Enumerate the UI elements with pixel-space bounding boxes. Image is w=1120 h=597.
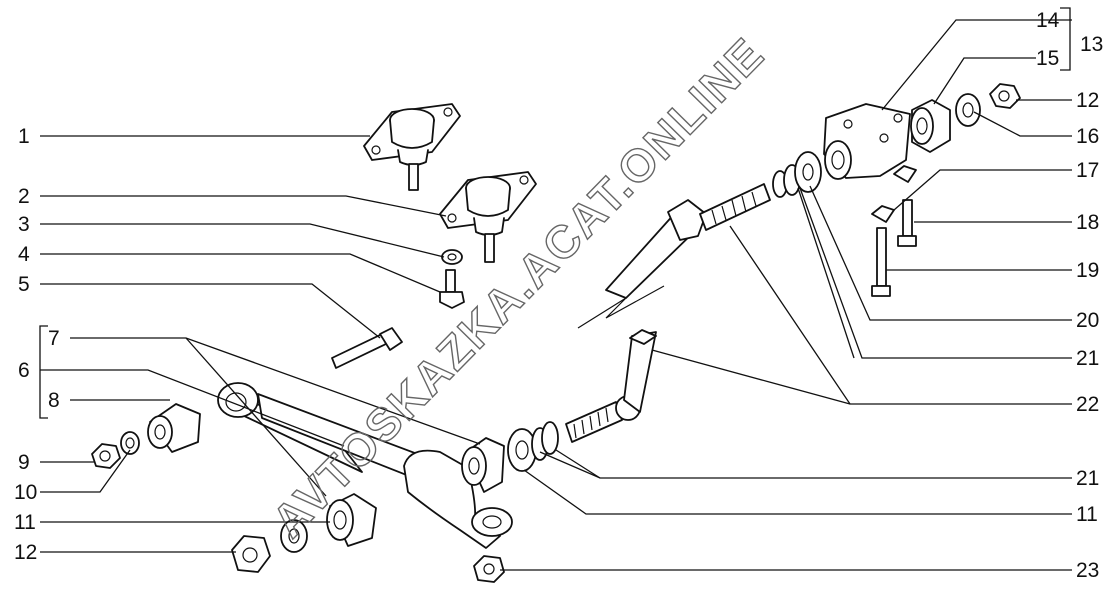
bolt-4	[439, 269, 465, 309]
callout-4: 4	[18, 243, 30, 266]
callout-labels: 1 2 3 4 5 7 6 8 9 10 11 12 14 13 15 12 1…	[14, 9, 1103, 582]
pin-22-upper	[605, 183, 771, 299]
callout-21-upper: 21	[1076, 347, 1099, 370]
callout-12-left: 12	[14, 541, 37, 564]
callout-3: 3	[18, 213, 30, 236]
nut-23	[473, 555, 505, 583]
bolt-18	[897, 199, 917, 247]
callout-18: 18	[1076, 211, 1099, 234]
callout-22: 22	[1076, 393, 1099, 416]
nut-12-left	[231, 535, 271, 573]
lower-arm-casting	[403, 449, 513, 549]
callout-8: 8	[48, 389, 60, 412]
bushing-11-left	[326, 493, 377, 547]
bushing-center	[461, 437, 505, 493]
callout-11-left: 11	[14, 511, 36, 534]
bushing-15	[910, 99, 951, 153]
bolt-5	[331, 327, 403, 369]
callout-19: 19	[1076, 259, 1099, 282]
ball-joint-upper	[363, 103, 461, 191]
callout-15: 15	[1036, 47, 1059, 70]
bolt-19	[871, 227, 891, 297]
lock-plate-17	[871, 165, 917, 223]
callout-13: 13	[1080, 33, 1103, 56]
leader-lines	[39, 7, 1072, 571]
callout-5: 5	[18, 273, 30, 296]
washer-20	[794, 151, 822, 193]
callout-7: 7	[48, 327, 60, 350]
washer-11-left	[280, 519, 308, 553]
callout-11-right: 11	[1076, 503, 1098, 526]
callout-17: 17	[1076, 159, 1099, 182]
callout-20: 20	[1076, 309, 1099, 332]
callout-6: 6	[18, 359, 30, 382]
bushing-8	[147, 403, 201, 453]
ball-joint-lower	[439, 171, 537, 263]
callout-14: 14	[1036, 9, 1060, 32]
washer-10	[120, 431, 140, 455]
callout-10: 10	[14, 481, 37, 504]
callout-9: 9	[18, 451, 30, 474]
nut-9	[91, 443, 121, 469]
washer-16	[955, 93, 981, 127]
bracket-14	[823, 103, 911, 180]
break-symbol	[577, 285, 665, 329]
callout-2: 2	[18, 185, 30, 208]
washer-3	[441, 249, 463, 265]
callout-16: 16	[1076, 125, 1099, 148]
pin-22-lower	[565, 329, 657, 443]
spacer-21-lower	[531, 421, 559, 461]
callout-21-lower: 21	[1076, 467, 1099, 490]
callout-12-right: 12	[1076, 89, 1099, 112]
nut-12-right	[989, 83, 1021, 109]
callout-23: 23	[1076, 559, 1099, 582]
callout-1: 1	[18, 125, 30, 148]
